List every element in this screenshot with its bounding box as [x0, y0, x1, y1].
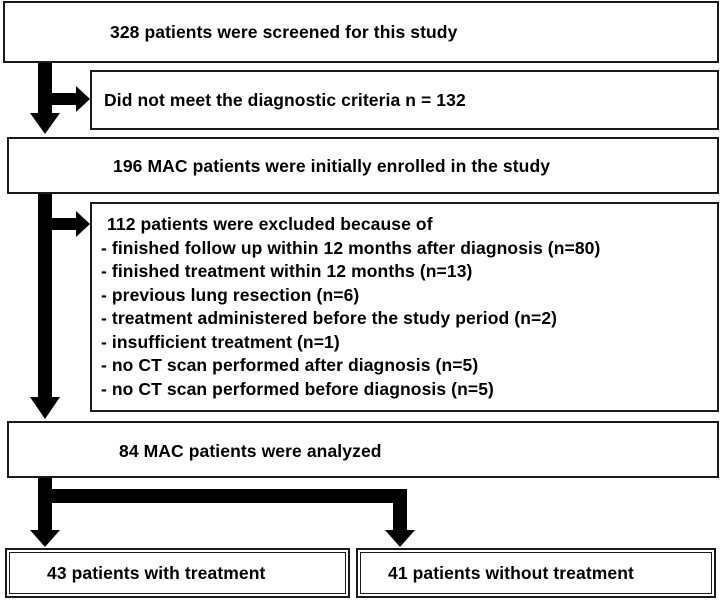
- arrow-shaft: [38, 477, 52, 533]
- analyzed-box: 84 MAC patients were analyzed: [7, 421, 719, 478]
- arrow-right-icon: [76, 86, 90, 112]
- screened-box: 328 patients were screened for this stud…: [3, 1, 719, 63]
- excluded-reasons-header: 112 patients were excluded because of: [107, 214, 433, 234]
- exclusion-reason-item: - insufficient treatment (n=1): [101, 331, 340, 352]
- exclusion-reason-item: - finished follow up within 12 months af…: [101, 237, 601, 258]
- excluded-diagnostic-text: Did not meet the diagnostic criteria n =…: [104, 90, 466, 110]
- arrow-shaft: [38, 62, 52, 114]
- excluded-reasons-list: 112 patients were excluded because of - …: [101, 213, 600, 401]
- exclusion-reason-item: - treatment administered before the stud…: [101, 308, 558, 328]
- without-treatment-text: 41 patients without treatment: [388, 563, 634, 583]
- screened-text: 328 patients were screened for this stud…: [110, 22, 458, 42]
- arrow-down-icon: [30, 113, 60, 134]
- arrow-right-icon: [76, 211, 90, 237]
- exclusion-reason-item: - finished treatment within 12 months (n…: [101, 261, 473, 281]
- arrow-branch: [38, 489, 407, 503]
- without-treatment-box: 41 patients without treatment: [356, 548, 716, 598]
- exclusion-reason-item: - no CT scan performed before diagnosis …: [101, 378, 494, 399]
- excluded-diagnostic-box: Did not meet the diagnostic criteria n =…: [90, 70, 719, 130]
- arrow-branch: [50, 93, 76, 105]
- with-treatment-text: 43 patients with treatment: [47, 563, 266, 583]
- excluded-reasons-box: 112 patients were excluded because of - …: [90, 202, 719, 412]
- arrow-down-icon: [30, 397, 60, 419]
- arrow-shaft: [393, 489, 407, 533]
- arrow-down-icon: [30, 530, 60, 547]
- arrow-down-icon: [385, 530, 415, 547]
- with-treatment-box: 43 patients with treatment: [5, 548, 350, 598]
- analyzed-text: 84 MAC patients were analyzed: [119, 441, 382, 461]
- arrow-branch: [50, 218, 76, 230]
- exclusion-reason-item: - no CT scan performed after diagnosis (…: [101, 355, 479, 375]
- enrolled-text: 196 MAC patients were initially enrolled…: [113, 156, 551, 176]
- enrolled-box: 196 MAC patients were initially enrolled…: [7, 137, 719, 194]
- exclusion-reason-item: - previous lung resection (n=6): [101, 284, 360, 305]
- arrow-shaft: [38, 193, 52, 399]
